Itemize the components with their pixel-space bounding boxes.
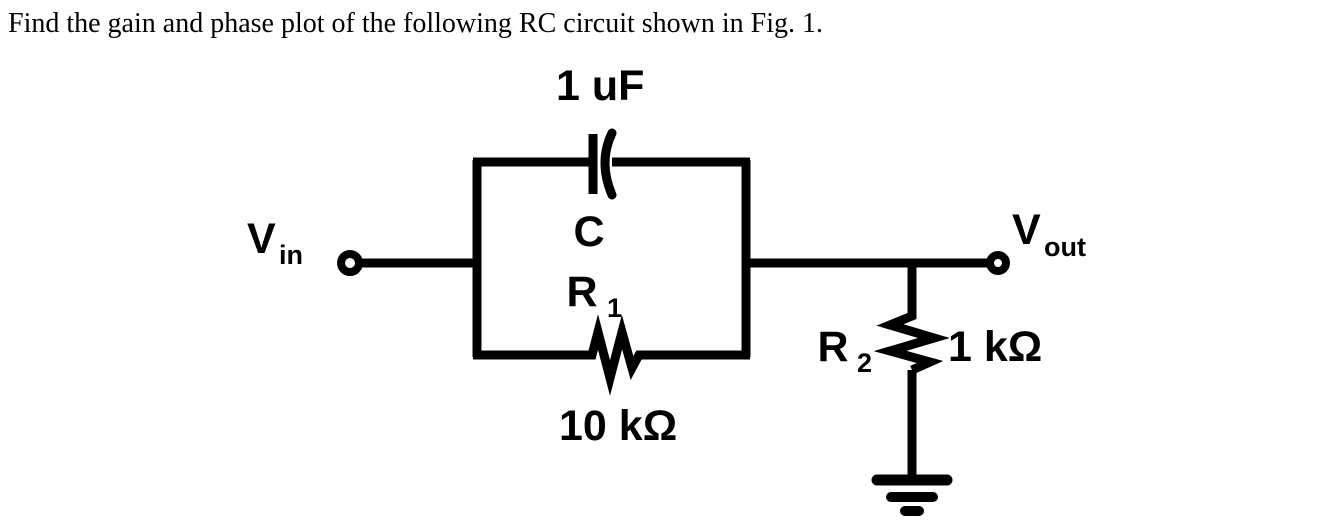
input-terminal-label: V <box>247 215 276 263</box>
resistor-r2-designator-label: R <box>817 323 848 371</box>
page-title: Find the gain and phase plot of the foll… <box>8 8 824 39</box>
capacitor-plate-curved <box>600 128 617 200</box>
circuit-wires <box>352 157 998 480</box>
resistor-r1-designator-subscript: 1 <box>607 293 622 323</box>
resistor-r1-designator-label: R <box>566 268 597 316</box>
output-terminal-label: V <box>1012 206 1041 254</box>
ground-symbol <box>871 474 953 516</box>
input-terminal-node <box>337 250 363 276</box>
input-terminal-label-subscript: in <box>279 240 303 270</box>
resistor-r2-value-label: 1 kΩ <box>948 323 1042 371</box>
output-terminal-node <box>986 251 1010 275</box>
capacitor-value-label: 1 uF <box>556 62 644 110</box>
resistor-r2-symbol <box>873 310 950 375</box>
output-terminal-label-subscript: out <box>1044 232 1086 262</box>
resistor-r1-symbol <box>583 314 650 396</box>
capacitor-designator-label: C <box>573 208 604 256</box>
rc-circuit-diagram: 1 uF C R 1 10 kΩ R 2 1 kΩ V in V out <box>247 62 1086 516</box>
capacitor-c-symbol <box>588 128 617 200</box>
resistor-r2-designator-subscript: 2 <box>857 348 872 378</box>
resistor-r1-value-label: 10 kΩ <box>559 402 677 450</box>
